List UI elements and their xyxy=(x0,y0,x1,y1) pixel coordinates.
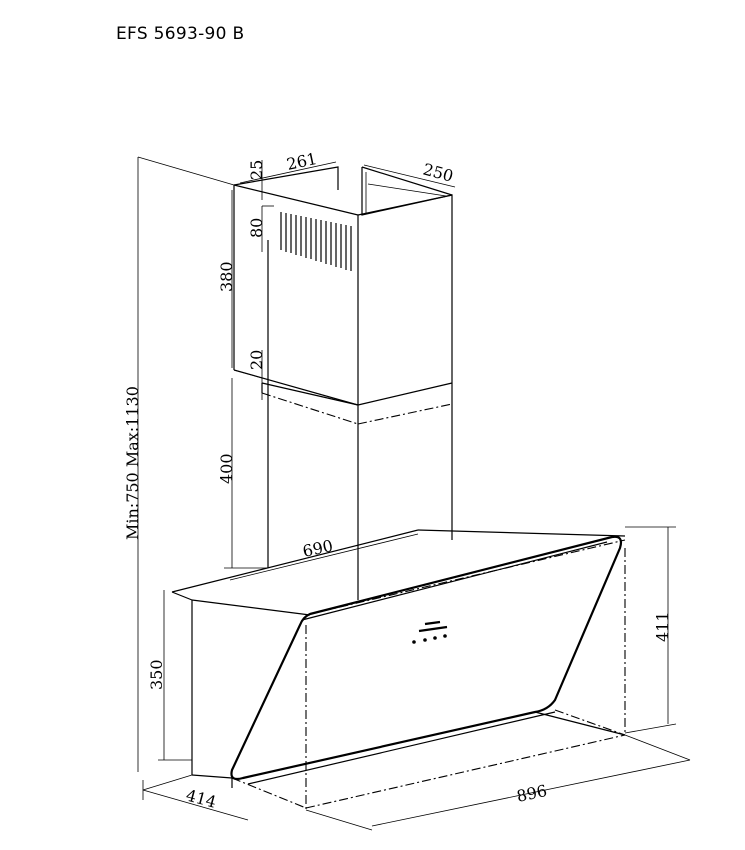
dimension-lines xyxy=(137,156,691,831)
dim-total-height: Min:750 Max:1130 xyxy=(123,386,142,540)
upper-chimney xyxy=(233,166,453,600)
dim-250: 250 xyxy=(421,160,455,186)
control-panel xyxy=(412,620,448,644)
hood-body xyxy=(171,529,626,810)
dim-896: 896 xyxy=(515,781,549,806)
vent-slots xyxy=(280,212,352,271)
dim-25: 25 xyxy=(247,160,266,180)
dim-350: 350 xyxy=(147,659,166,690)
dim-80: 80 xyxy=(247,218,266,238)
dim-20: 20 xyxy=(247,350,266,370)
dim-690: 690 xyxy=(301,536,335,561)
lower-chimney xyxy=(261,240,453,568)
dim-261: 261 xyxy=(285,149,319,174)
dim-400: 400 xyxy=(217,453,236,484)
dim-411: 411 xyxy=(653,611,672,642)
model-title: EFS 5693-90 B xyxy=(116,24,245,44)
dim-414: 414 xyxy=(184,786,218,812)
dim-380: 380 xyxy=(217,261,236,292)
